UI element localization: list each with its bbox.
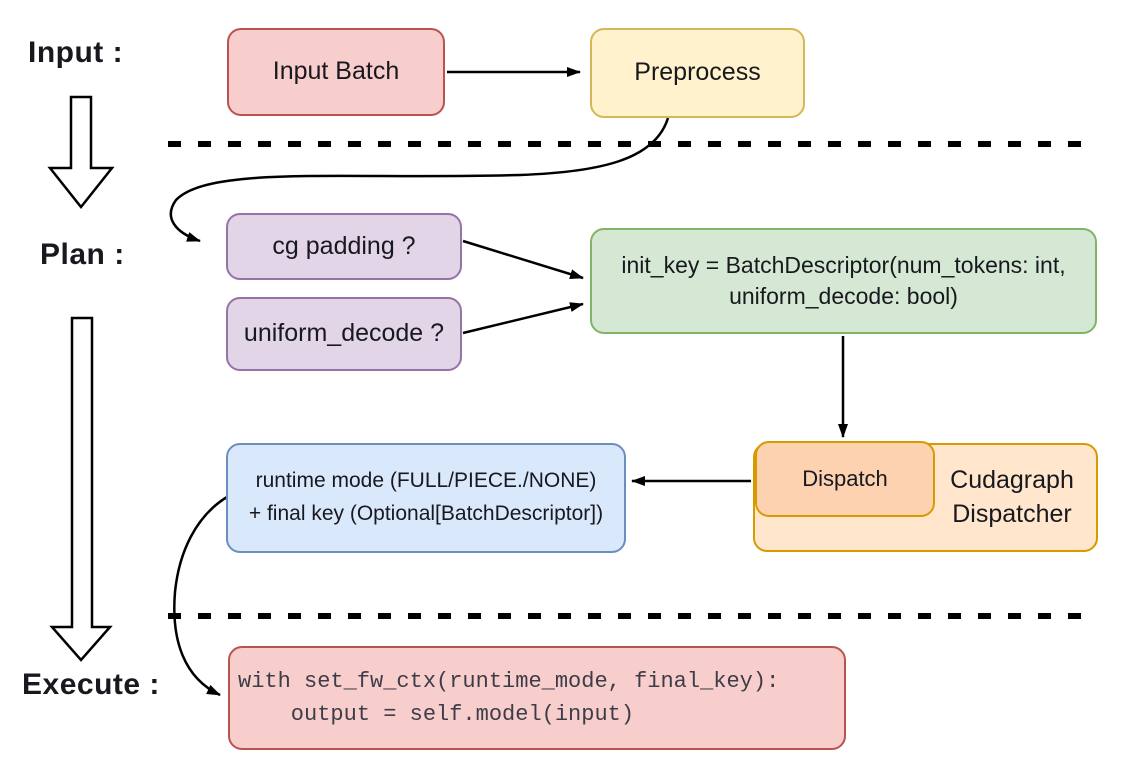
node-init-key: init_key = BatchDescriptor(num_tokens: i… (590, 228, 1097, 334)
hollow-arrow-plan-to-execute (49, 316, 113, 662)
arrow-cgpadding-to-initkey (462, 239, 584, 280)
node-execute-code-line1: with set_fw_ctx(runtime_mode, final_key)… (238, 669, 780, 694)
hollow-arrow-input-to-plan (47, 95, 115, 210)
node-uniform-decode-label: uniform_decode ? (243, 319, 445, 348)
node-execute-code-line2: output = self.model(input) (238, 702, 635, 727)
node-dispatch-label: Dispatch (802, 466, 888, 492)
stage-label-input: Input : (28, 36, 124, 69)
node-preprocess-label: Preprocess (634, 58, 761, 87)
stage-label-execute: Execute : (22, 668, 160, 701)
node-dispatch: Dispatch (755, 441, 935, 517)
node-cudagraph-dispatcher-line2: Dispatcher (952, 499, 1072, 528)
node-cg-padding: cg padding ? (226, 213, 462, 280)
node-preprocess: Preprocess (590, 28, 805, 118)
arrow-uniformdecode-to-initkey (462, 302, 584, 335)
node-cudagraph-dispatcher-line1: Cudagraph (950, 465, 1074, 494)
node-runtime-mode-line2: + final key (Optional[BatchDescriptor]) (248, 502, 604, 525)
curve-runtimemode-to-executecode (173, 495, 228, 697)
node-runtime-mode: runtime mode (FULL/PIECE./NONE) + final … (226, 443, 626, 553)
node-execute-code: with set_fw_ctx(runtime_mode, final_key)… (228, 646, 846, 750)
node-uniform-decode: uniform_decode ? (226, 297, 462, 371)
node-init-key-line1: init_key = BatchDescriptor(num_tokens: i… (621, 251, 1066, 278)
node-cg-padding-label: cg padding ? (272, 231, 416, 260)
node-runtime-mode-line1: runtime mode (FULL/PIECE./NONE) (255, 469, 597, 493)
node-input-batch-label: Input Batch (272, 57, 400, 86)
curve-preprocess-to-cgpadding (169, 117, 670, 243)
node-init-key-line2: uniform_decode: bool) (729, 283, 958, 309)
node-input-batch: Input Batch (227, 28, 445, 116)
stage-label-plan: Plan : (40, 238, 125, 271)
